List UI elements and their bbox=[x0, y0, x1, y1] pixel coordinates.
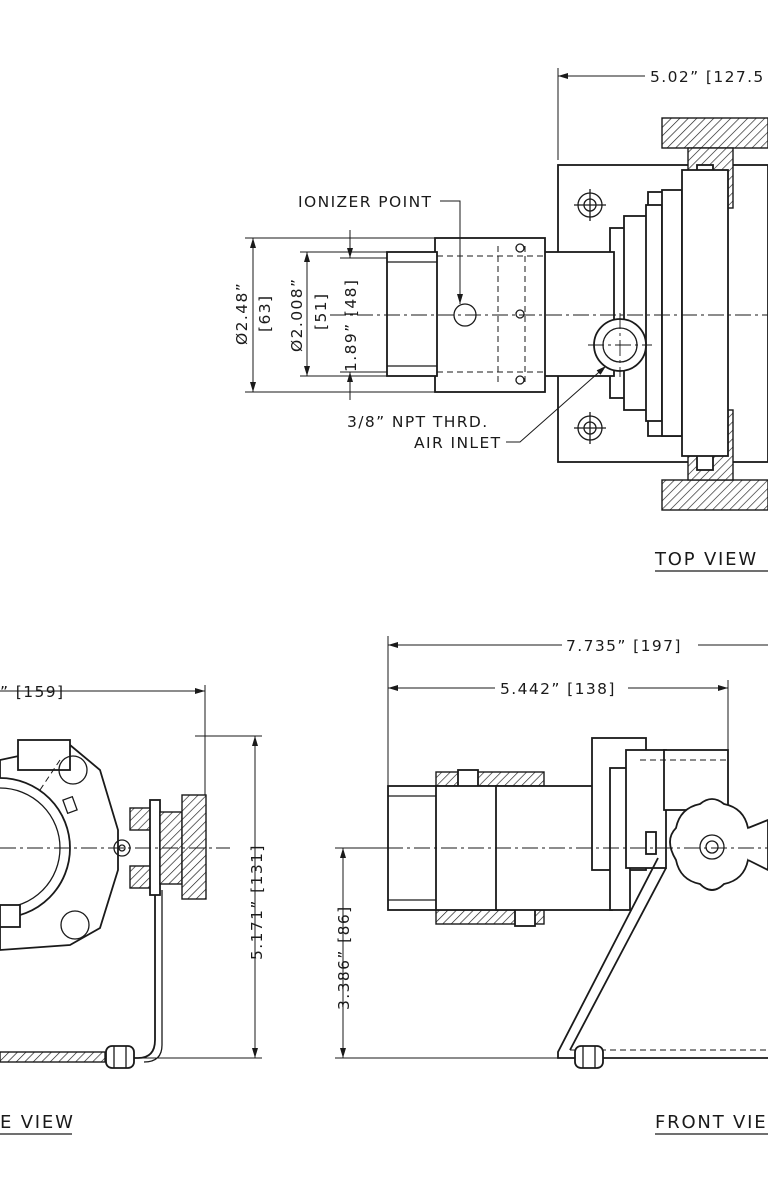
side-fitting bbox=[113, 794, 207, 900]
front-overall-dimension: 7.735” [197] bbox=[387, 636, 768, 790]
top-view-title: TOP VIEW bbox=[654, 549, 758, 570]
dia-outer-mm-text: [63] bbox=[256, 295, 274, 332]
side-height-text: 5.171” [131] bbox=[248, 844, 266, 960]
top-width-dimension: 5.02” [127.5 bbox=[557, 68, 765, 160]
front-height-dimension: 3.386” [86] bbox=[335, 847, 560, 1059]
front-view-title: FRONT VIE bbox=[655, 1112, 767, 1133]
front-body-dimension: 5.442” [138] bbox=[388, 680, 729, 750]
front-adjustment-knob[interactable] bbox=[669, 798, 768, 891]
dia-mid-mm-text: [51] bbox=[312, 293, 330, 330]
dia-inner-text: 1.89” [48] bbox=[342, 279, 360, 372]
front-bracket bbox=[557, 857, 768, 1069]
front-height-text: 3.386” [86] bbox=[335, 905, 353, 1010]
dia-outer-text: Ø2.48” bbox=[233, 282, 251, 345]
dia-mid-text: Ø2.008” bbox=[288, 278, 306, 352]
top-view: 5.02” [127.5 bbox=[233, 68, 768, 572]
front-overall-text: 7.735” [197] bbox=[566, 637, 682, 655]
side-width-text: ” [159] bbox=[0, 683, 64, 701]
side-view: ” [159] 5.171” [131] bbox=[0, 683, 266, 1135]
side-height-dimension: 5.171” [131] bbox=[140, 735, 266, 1059]
front-view: 7.735” [197] 5.442” [138] 3.386” [86] bbox=[335, 636, 768, 1135]
side-housing bbox=[0, 739, 119, 951]
air-inlet-callout: 3/8” NPT THRD. AIR INLET bbox=[347, 365, 607, 452]
ionizer-point-callout: IONIZER POINT bbox=[298, 193, 463, 304]
air-inlet-label-line2: AIR INLET bbox=[414, 434, 502, 452]
side-air-tube bbox=[0, 890, 163, 1069]
ionizer-point-label: IONIZER POINT bbox=[298, 193, 432, 211]
front-body-text: 5.442” [138] bbox=[500, 680, 616, 698]
side-view-title: E VIEW bbox=[0, 1112, 75, 1133]
top-width-dimension-text: 5.02” [127.5 bbox=[650, 68, 765, 86]
top-diameter-dimensions: Ø2.48” [63] Ø2.008” [51] 1.89” [48] bbox=[233, 230, 435, 400]
air-inlet-label-line1: 3/8” NPT THRD. bbox=[347, 413, 489, 431]
side-width-dimension: ” [159] bbox=[0, 683, 206, 800]
